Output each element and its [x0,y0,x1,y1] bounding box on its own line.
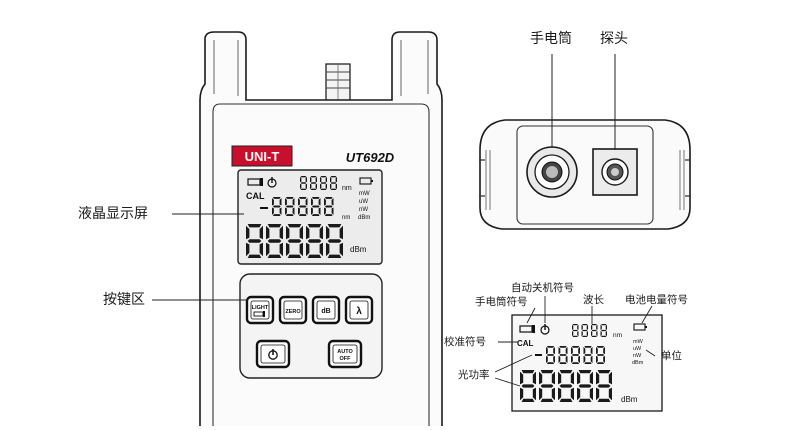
flashlight-symbol-label: 手电筒符号 [475,296,528,308]
top-view-housing [479,119,691,230]
lcd-flashlight-icon [247,178,263,186]
lcd-cal-symbol: CAL [246,191,265,201]
svg-text:AUTO: AUTO [337,349,353,355]
detail-uw-unit: uW [633,346,642,352]
detail-flashlight-icon [519,325,535,333]
zero-button[interactable]: ZERO [278,295,308,325]
lcd-detail-view: CAL nm mW uW nW dBm dBm [494,296,663,412]
calibration-symbol-label: 校准符号 [444,336,486,348]
brand-plate [231,145,293,167]
lcd-display-label: 液晶显示屏 [78,206,148,222]
flashlight-port [526,146,578,198]
detail-mw-unit: mW [633,339,644,345]
svg-text:λ: λ [356,306,362,317]
lcd-dbm-unit-small: dBm [358,215,370,221]
meter-top-view [479,54,691,230]
lcd-dbm-unit: dBm [350,245,367,254]
svg-text:ZERO: ZERO [285,309,301,315]
wavelength-label: 波长 [583,294,604,306]
lcd-nm-unit: nm [342,185,352,192]
svg-text:LIGHT: LIGHT [252,305,269,311]
meter-front-view: UNI-T UT692D CAL nm mW uW nW dBm nm dBm [152,31,443,426]
lcd-nw-unit: nW [359,207,368,213]
wavelength-button[interactable]: λ [344,295,374,325]
light-button[interactable]: LIGHT [245,295,275,325]
svg-text:OFF: OFF [340,356,352,362]
lcd-nm-unit-small: nm [342,215,350,221]
db-button[interactable]: dB [311,295,341,325]
detail-cal-symbol: CAL [517,339,534,348]
optical-power-label: 光功率 [458,369,490,381]
svg-text:dB: dB [321,308,330,315]
keypad-label: 按键区 [103,292,145,308]
detail-dbm-unit: dBm [621,395,638,404]
probe-label: 探头 [600,31,628,47]
probe-port [592,148,638,196]
detail-nw-unit: nW [633,353,642,359]
power-button[interactable] [255,339,291,369]
unit-label: 单位 [661,350,682,362]
lcd-power-icon [267,177,277,188]
brand-logo: UNI-T [245,149,280,164]
battery-symbol-label: 电池电量符号 [625,294,688,306]
detail-dbm-unit-small: dBm [632,360,644,366]
auto-off-symbol-label: 自动关机符号 [511,282,574,294]
flashlight-label: 手电筒 [530,31,572,47]
model-name: UT692D [346,150,395,165]
detail-nm-unit: nm [613,332,622,339]
detail-power-icon [540,324,550,335]
lcd-mw-unit: mW [359,191,370,197]
lcd-uw-unit: uW [359,199,368,205]
auto-off-button[interactable]: AUTO OFF [327,339,363,369]
